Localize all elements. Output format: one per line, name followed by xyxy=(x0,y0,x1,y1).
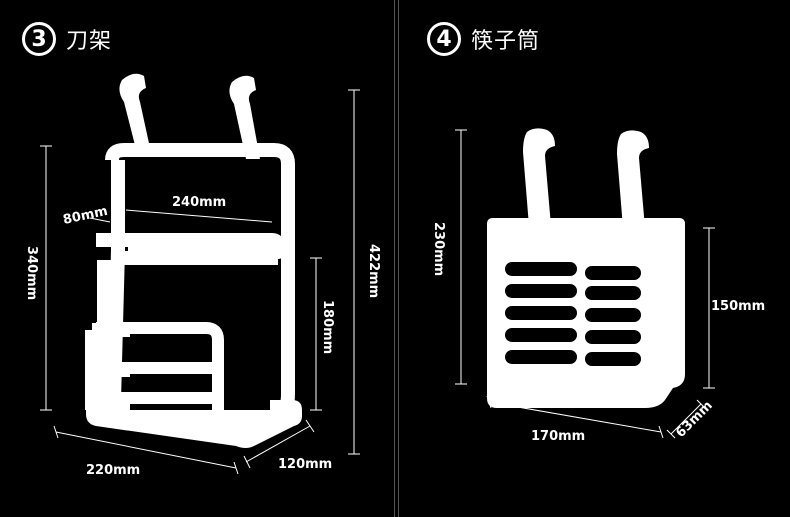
dim-height-full: 422mm xyxy=(366,244,381,298)
knife-rack-panel: 3 刀架 xyxy=(22,0,395,517)
knife-rack-hooks xyxy=(119,73,260,159)
chopstick-holder-panel: 4 筷子筒 230mm 150mm xyxy=(398,0,790,517)
chopstick-holder-drawing: 230mm 150mm 170mm 63mm xyxy=(431,128,765,444)
knife-rack-drawing: 240mm 80mm 340mm 422mm 180mm 220mm 120mm xyxy=(24,73,381,478)
chopstick-holder-hooks xyxy=(523,128,649,228)
item-number-badge: 4 xyxy=(427,22,461,56)
knife-rack-header: 3 刀架 xyxy=(22,22,112,56)
dim-base-width: 220mm xyxy=(86,463,140,478)
knife-rack-dimension-lines xyxy=(40,89,360,475)
dim-inner-height: 180mm xyxy=(320,300,335,354)
dim-base-depth: 120mm xyxy=(278,457,332,472)
dim-height-total: 340mm xyxy=(24,246,39,300)
chopstick-holder-title: 筷子筒 xyxy=(471,29,541,54)
knife-rack-base xyxy=(72,400,302,448)
chopstick-holder-header: 4 筷子筒 xyxy=(427,22,540,56)
knife-rack-title: 刀架 xyxy=(66,29,113,54)
dim-inner-height: 150mm xyxy=(711,299,765,314)
dim-depth-small: 80mm xyxy=(62,204,109,228)
dim-height-total: 230mm xyxy=(431,222,446,276)
dim-width-top: 240mm xyxy=(172,195,226,210)
chopstick-holder-slots xyxy=(505,262,641,366)
chopstick-holder-dimension-lines xyxy=(455,129,715,439)
item-number-badge: 3 xyxy=(22,22,56,56)
dim-depth: 63mm xyxy=(673,398,716,441)
dim-width: 170mm xyxy=(531,429,585,444)
